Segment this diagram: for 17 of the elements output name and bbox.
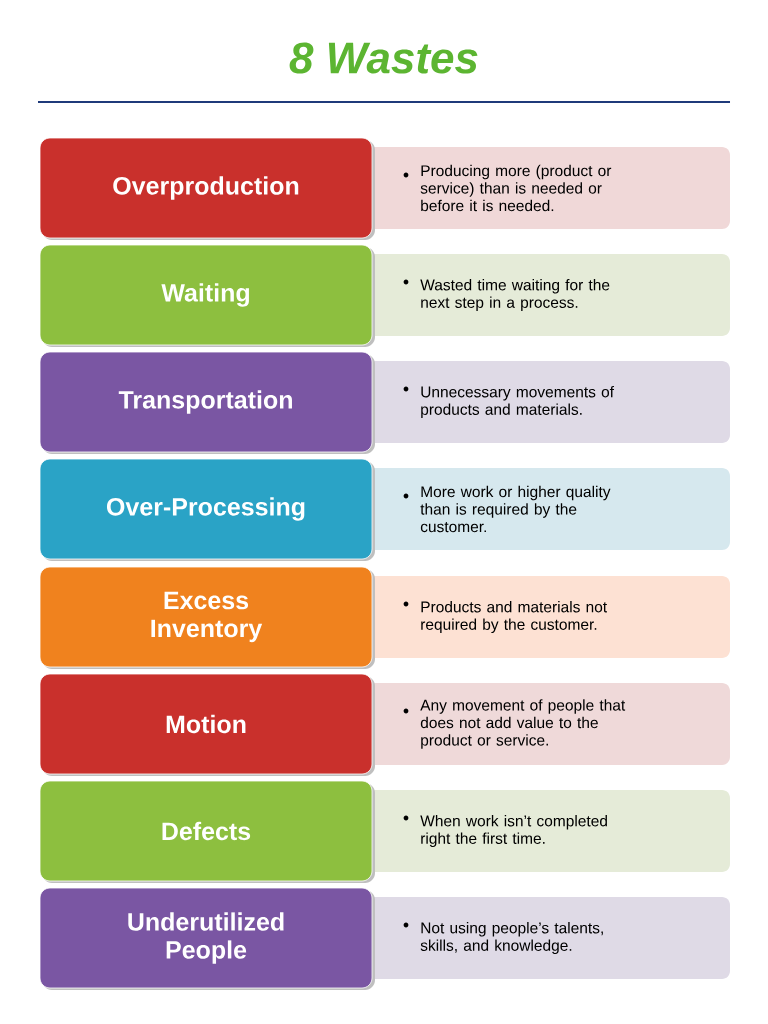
category-box: Excess Inventory (39, 566, 375, 669)
description-box: Unnecessary movements of products and materials. (350, 361, 730, 443)
category-box: Over-Processing (39, 458, 375, 561)
description-box: More work or higher quality than is required by the customer. (350, 468, 730, 550)
description-box: Any movement of people that does not add value to the product or service. (350, 683, 730, 765)
category-box: Defects (39, 780, 375, 883)
description-box: When work isn’t completed right the first time. (350, 790, 730, 872)
category-box: Transportation (39, 351, 375, 454)
description-box: Not using people’s talents, skills, and knowledge. (350, 897, 730, 979)
description-box: Producing more (product or service) than is needed or before it is needed. (350, 147, 730, 229)
category-box: Motion (39, 673, 375, 776)
category-box: Overproduction (39, 137, 375, 240)
category-box: Waiting (39, 244, 375, 347)
title: 8 Wastes (289, 42, 478, 74)
description-box: Wasted time waiting for the next step in a process. (350, 254, 730, 336)
category-box: Underutilized People (39, 887, 375, 990)
description-box: Products and materials not required by the customer. (350, 576, 730, 658)
